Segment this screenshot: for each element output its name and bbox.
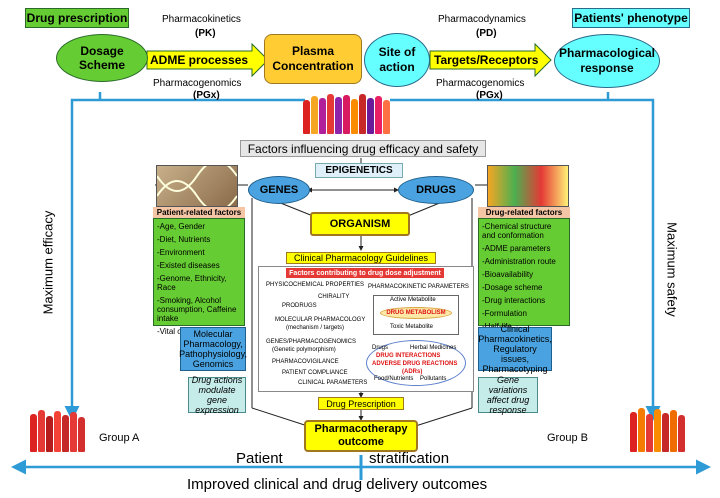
genes-pgx-sub: (Genetic polymorphism)	[272, 347, 336, 353]
maximum-safety-label: Maximum safety	[664, 222, 680, 317]
pgx-label-right: Pharmacogenomics	[436, 78, 525, 89]
food-label: Food/Nutrients	[374, 376, 414, 382]
drug-metabolism-node: DRUG METABOLISM	[380, 307, 452, 319]
clinical-pk-box: Clinical Pharmacokinetics, Regulatory is…	[478, 324, 552, 374]
targets-arrow-shape	[429, 42, 552, 78]
pd-abbr: (PD)	[476, 28, 497, 39]
targets-label: Targets/Receptors	[434, 53, 539, 67]
interactions-ellipse	[366, 340, 466, 386]
pgx-abbr-left: (PGx)	[193, 90, 220, 101]
pgx-label-left: Pharmacogenomics	[153, 78, 242, 89]
list-item: -Age, Gender	[157, 222, 206, 231]
dose-adjustment-title: Factors contributing to drug dose adjust…	[286, 268, 444, 278]
list-item: -Drug interactions	[482, 296, 546, 305]
drugs-small-label: Drugs	[372, 345, 389, 351]
pollutants-label: Pollutants	[420, 376, 447, 382]
clinical-params-label: CLINICAL PARAMETERS	[298, 380, 368, 386]
epigenetics-box: EPIGENETICS	[315, 163, 403, 178]
factors-title: Factors influencing drug efficacy and sa…	[240, 140, 486, 157]
active-metabolite-label: Active Metabolite	[390, 297, 436, 303]
site-of-action-node: Site of action	[364, 33, 430, 87]
patient-label: Patient	[236, 450, 283, 467]
interactions-label: DRUG INTERACTIONS	[376, 353, 441, 359]
drug-prescription-label: Drug prescription	[25, 8, 129, 28]
group-a-label: Group A	[99, 432, 140, 444]
list-item: -Dosage scheme	[482, 283, 543, 292]
genes-pgx-label: GENES/PHARMACOGENOMICS	[266, 339, 357, 345]
maximum-efficacy-label: Maximum efficacy	[40, 210, 56, 315]
drug-factors-list: -Chemical structure and conformation -AD…	[478, 218, 570, 331]
group-b-label: Group B	[547, 432, 588, 444]
genes-node: GENES	[248, 176, 310, 204]
metabolism-box	[373, 295, 459, 335]
right-frame-arrow	[390, 98, 661, 421]
toxic-metabolite-label: Toxic Metabolite	[390, 324, 434, 330]
organism-node: ORGANISM	[310, 212, 410, 236]
improved-outcomes-label: Improved clinical and drug delivery outc…	[187, 476, 488, 493]
list-item: -Half-life	[482, 322, 566, 331]
pd-label: Pharmacodynamics	[438, 14, 526, 25]
prodrugs-label: PRODRUGS	[282, 303, 317, 309]
dosage-scheme-node: Dosage Scheme	[56, 34, 148, 82]
chirality-label: CHIRALITY	[318, 294, 350, 300]
patient-factors-title: Patient-related factors	[153, 207, 245, 218]
guidelines-label: Clinical Pharmacology Guidelines	[286, 252, 436, 264]
adr-abbr-label: (ADRs)	[402, 369, 423, 375]
drug-actions-box: Drug actions modulate gene expression	[188, 375, 246, 415]
drug-prescription-box: Drug Prescription	[318, 397, 404, 410]
pharmacological-response-node: Pharmacological response	[554, 34, 660, 88]
adme-arrow-shape	[146, 42, 269, 78]
list-item: -Environment	[157, 248, 205, 257]
mol-pharm-label: MOLECULAR PHARMACOLOGY	[275, 317, 366, 323]
stratification-label: stratification	[369, 450, 450, 467]
left-frame-arrow	[64, 98, 305, 421]
patients-phenotype-label: Patients' phenotype	[572, 8, 690, 28]
pk-label: Pharmacokinetics	[162, 14, 241, 25]
gene-variations-box: Gene variations affect drug response	[478, 375, 538, 415]
list-item: -Chemical structure and conformation	[482, 222, 552, 240]
drug-factors-title: Drug-related factors	[478, 207, 570, 218]
list-item: -Bioavailability	[482, 270, 534, 279]
list-item: -ADME parameters	[482, 244, 551, 253]
people-crowd-icon	[303, 92, 393, 136]
molecular-pharmacology-box: Molecular Pharmacology, Pathophysiology,…	[179, 327, 247, 371]
pk-abbr: (PK)	[195, 28, 216, 39]
patient-compliance-label: PATIENT COMPLIANCE	[282, 370, 348, 376]
pgx-abbr-right: (PGx)	[476, 90, 503, 101]
pharmacotherapy-outcome-node: Pharmacotherapy outcome	[304, 420, 418, 452]
physchem-label: PHYSICOCHEMICAL PROPERTIES	[266, 282, 365, 288]
adr-label: ADVERSE DRUG REACTIONS	[372, 361, 458, 367]
list-item: -Administration route	[482, 257, 556, 266]
patient-factors-list: -Age, Gender -Diet, Nutrients -Environme…	[153, 218, 245, 336]
plasma-concentration-node: Plasma Concentration	[264, 34, 362, 84]
adme-label: ADME processes	[150, 53, 249, 67]
list-item: -Smoking, Alcohol consumption, Caffeine …	[157, 296, 237, 323]
list-item: -Existed diseases	[157, 261, 220, 270]
list-item: -Genome, Ethnicity, Race	[157, 274, 227, 292]
group-a-people-icon	[30, 408, 90, 454]
dna-image	[156, 165, 238, 207]
herbal-label: Herbal Medicines	[410, 345, 457, 351]
pills-image	[487, 165, 569, 207]
list-item: -Diet, Nutrients	[157, 235, 211, 244]
drugs-node: DRUGS	[398, 176, 474, 204]
pharmacovigilance-label: PHARMACOVIGILANCE	[272, 359, 339, 365]
pk-params-label: PHARMACOKINETIC PARAMETERS	[368, 284, 469, 290]
list-item: -Formulation	[482, 309, 527, 318]
group-b-people-icon	[630, 406, 696, 454]
mol-pharm-sub: (mechanism / targets)	[286, 325, 345, 331]
